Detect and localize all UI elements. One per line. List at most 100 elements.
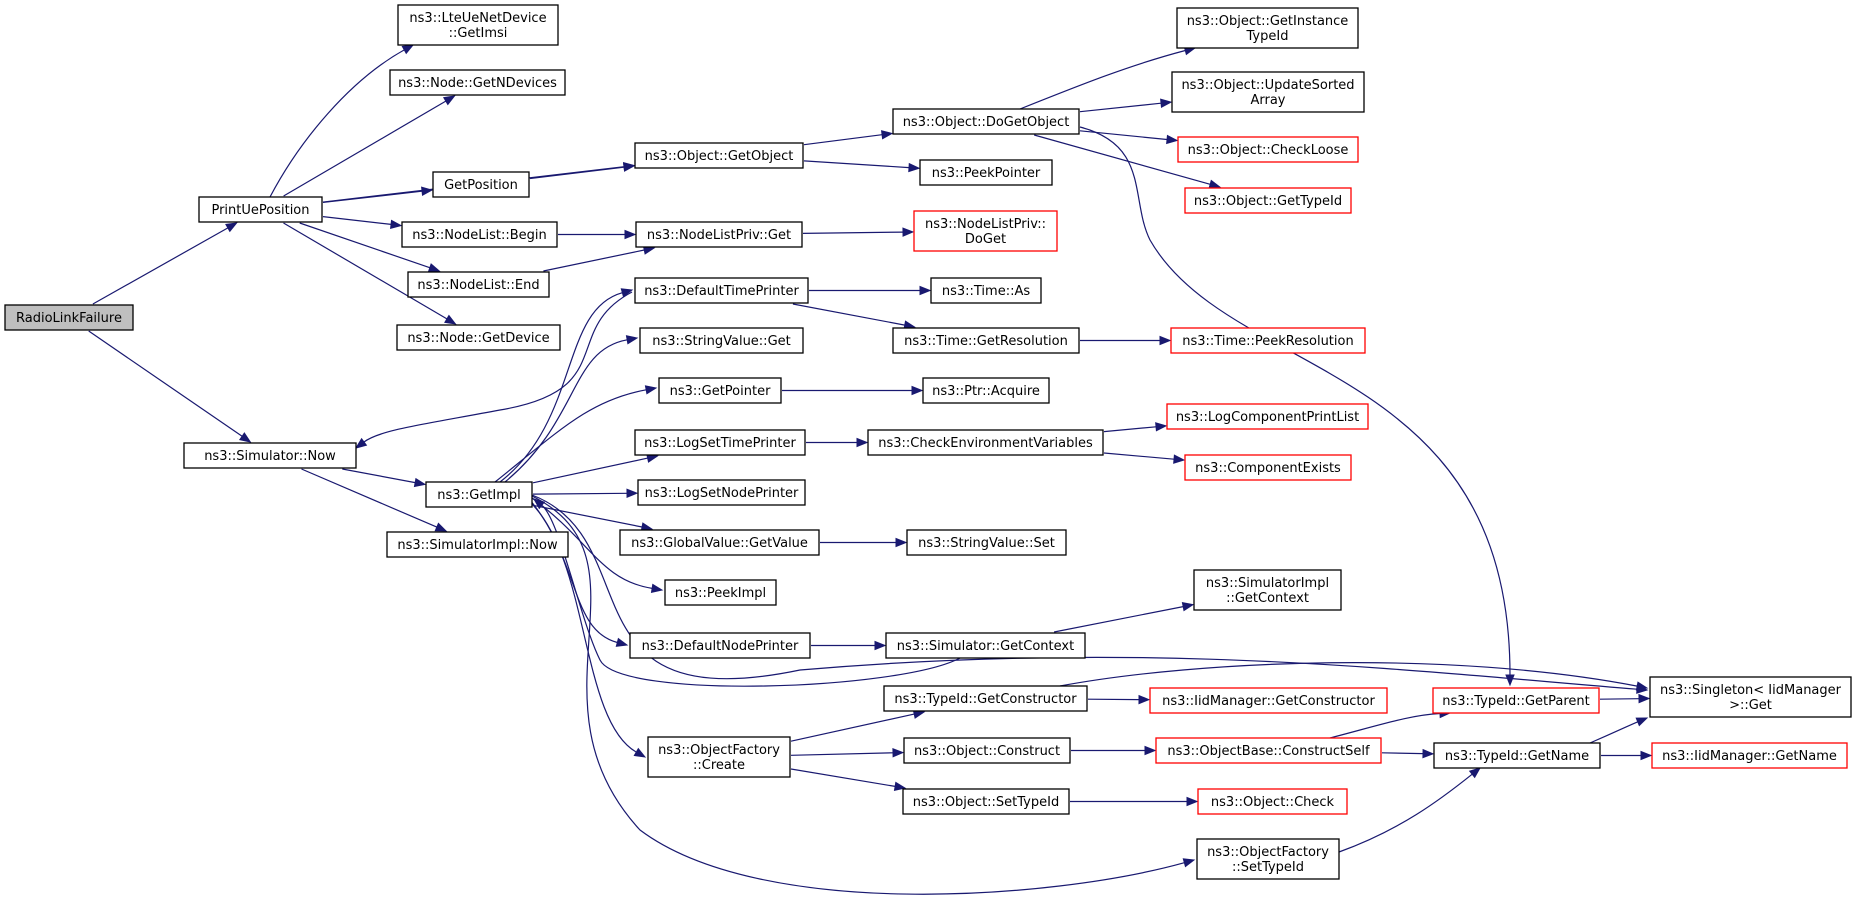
- node-logsettimeprinter[interactable]: ns3::LogSetTimePrinter: [634, 429, 806, 456]
- node-typeid-getname[interactable]: ns3::TypeId::GetName: [1433, 742, 1601, 769]
- node-label: Array: [1250, 93, 1285, 108]
- node-label: ::GetContext: [1226, 591, 1309, 606]
- node-object-check[interactable]: ns3::Object::Check: [1197, 788, 1348, 815]
- node-box: [1155, 737, 1382, 764]
- node-box: [1184, 454, 1352, 481]
- edge-getimpl-to-stringvalue-get: [504, 335, 639, 483]
- node-lteuenetdevice-getimsi[interactable]: ns3::LteUeNetDevice::GetImsi: [397, 4, 559, 46]
- node-node-getndevices[interactable]: ns3::Node::GetNDevices: [389, 69, 566, 96]
- node-label: ns3::Object::Check: [1211, 795, 1335, 810]
- node-time-as[interactable]: ns3::Time::As: [930, 277, 1042, 304]
- node-label: ns3::Object::CheckLoose: [1188, 143, 1349, 158]
- node-defaulttimeprinter[interactable]: ns3::DefaultTimePrinter: [634, 277, 809, 304]
- node-object-settypeid[interactable]: ns3::Object::SetTypeId: [902, 788, 1070, 815]
- arrowhead: [1160, 98, 1173, 108]
- node-box: [1177, 136, 1359, 163]
- node-peekimpl[interactable]: ns3::PeekImpl: [664, 579, 777, 606]
- node-box: [401, 221, 558, 248]
- node-objectbase-constructself[interactable]: ns3::ObjectBase::ConstructSelf: [1155, 737, 1382, 764]
- node-object-getobject[interactable]: ns3::Object::GetObject: [634, 142, 804, 169]
- node-node-getdevice[interactable]: ns3::Node::GetDevice: [396, 324, 561, 351]
- node-typeid-getconstructor[interactable]: ns3::TypeId::GetConstructor: [883, 685, 1088, 712]
- node-stringvalue-get[interactable]: ns3::StringValue::Get: [639, 327, 804, 354]
- node-typeid-getparent[interactable]: ns3::TypeId::GetParent: [1432, 687, 1600, 714]
- node-label: ns3::Object::DoGetObject: [903, 115, 1070, 130]
- edge-defaultnodeprinter-to-simulator-getcontext: [811, 640, 887, 651]
- node-label: ns3::NodeList::Begin: [412, 228, 546, 243]
- node-label: ::SetTypeId: [1232, 860, 1304, 875]
- node-label: ns3::Simulator::Now: [204, 449, 336, 464]
- node-simulator-now[interactable]: ns3::Simulator::Now: [183, 442, 357, 469]
- node-logsetnodeprinter[interactable]: ns3::LogSetNodePrinter: [637, 479, 806, 506]
- node-box: [635, 221, 803, 248]
- node-singleton-get[interactable]: ns3::Singleton< IidManager >::Get: [1649, 676, 1852, 718]
- node-label: RadioLinkFailure: [16, 311, 122, 326]
- node-label: ns3::Object::Construct: [914, 744, 1060, 759]
- node-box: [396, 324, 561, 351]
- edge-simulator-getcontext-to-simulatorimpl-getcontext: [1053, 602, 1195, 633]
- node-componentexists[interactable]: ns3::ComponentExists: [1184, 454, 1352, 481]
- node-objectfactory-settypeid[interactable]: ns3::ObjectFactory::SetTypeId: [1196, 838, 1340, 880]
- node-box: [389, 69, 566, 96]
- node-nodelistpriv-doget[interactable]: ns3::NodeListPriv::DoGet: [913, 210, 1058, 252]
- node-logcomponentprintlist[interactable]: ns3::LogComponentPrintList: [1166, 403, 1369, 430]
- node-label: ns3::TypeId::GetConstructor: [894, 692, 1077, 707]
- edge-object-dogetobject-to-object-getinstancetypeid: [1019, 46, 1197, 110]
- arrowhead: [1635, 681, 1649, 691]
- node-box: [1166, 403, 1369, 430]
- node-getposition[interactable]: GetPosition: [432, 171, 530, 198]
- arrowhead: [413, 477, 427, 488]
- node-ptr-acquire[interactable]: ns3::Ptr::Acquire: [922, 377, 1050, 404]
- arrowhead: [401, 44, 415, 55]
- node-label: ns3::DefaultTimePrinter: [644, 284, 799, 299]
- node-object-dogetobject[interactable]: ns3::Object::DoGetObject: [892, 108, 1080, 135]
- node-object-construct[interactable]: ns3::Object::Construct: [903, 737, 1071, 764]
- node-stringvalue-set[interactable]: ns3::StringValue::Set: [906, 529, 1067, 556]
- node-simulatorimpl-now[interactable]: ns3::SimulatorImpl::Now: [386, 531, 569, 558]
- node-globalvalue-getvalue[interactable]: ns3::GlobalValue::GetValue: [619, 529, 820, 556]
- node-label: ns3::Node::GetNDevices: [398, 76, 557, 91]
- edge-printueposition-to-lteuenetdevice-getimsi: [269, 44, 415, 198]
- edge-typeid-getname-to-singleton-get: [1589, 717, 1649, 744]
- node-nodelist-end[interactable]: ns3::NodeList::End: [407, 271, 550, 298]
- node-nodelistpriv-get[interactable]: ns3::NodeListPriv::Get: [635, 221, 803, 248]
- node-iidmanager-getname[interactable]: ns3::IidManager::GetName: [1651, 742, 1848, 769]
- node-time-getresolution[interactable]: ns3::Time::GetResolution: [892, 327, 1080, 354]
- node-simulator-getcontext[interactable]: ns3::Simulator::GetContext: [885, 632, 1086, 659]
- edge-printueposition-to-nodelist-begin: [322, 216, 403, 230]
- node-box: [1651, 742, 1848, 769]
- node-iidmanager-getconstructor[interactable]: ns3::IidManager::GetConstructor: [1149, 687, 1388, 714]
- node-time-peekresolution[interactable]: ns3::Time::PeekResolution: [1170, 327, 1366, 354]
- node-radiolinkfailure[interactable]: RadioLinkFailure: [4, 304, 134, 331]
- node-object-gettypeid[interactable]: ns3::Object::GetTypeId: [1184, 187, 1352, 214]
- node-box: [1197, 788, 1348, 815]
- node-label: ns3::LogSetNodePrinter: [645, 486, 799, 501]
- edge-typeid-getconstructor-to-singleton-get: [1059, 662, 1649, 691]
- node-box: [1193, 569, 1342, 611]
- node-defaultnodeprinter[interactable]: ns3::DefaultNodePrinter: [629, 632, 811, 659]
- node-label: ns3::DefaultNodePrinter: [642, 639, 799, 654]
- node-objectfactory-create[interactable]: ns3::ObjectFactory::Create: [647, 736, 791, 778]
- node-box: [903, 737, 1071, 764]
- node-nodelist-begin[interactable]: ns3::NodeList::Begin: [401, 221, 558, 248]
- node-getpointer[interactable]: ns3::GetPointer: [658, 377, 782, 404]
- node-label: ns3::IidManager::GetName: [1662, 749, 1837, 764]
- node-box: [885, 632, 1086, 659]
- node-label: GetPosition: [444, 178, 518, 193]
- node-object-checkloose[interactable]: ns3::Object::CheckLoose: [1177, 136, 1359, 163]
- edge-object-dogetobject-to-object-checkloose: [1079, 130, 1179, 145]
- arrowhead: [1635, 717, 1649, 727]
- node-label: ns3::StringValue::Get: [652, 334, 790, 349]
- node-label: ns3::Object::SetTypeId: [913, 795, 1059, 810]
- node-label: PrintUePosition: [211, 203, 309, 218]
- node-printueposition[interactable]: PrintUePosition: [198, 196, 323, 223]
- node-simulatorimpl-getcontext[interactable]: ns3::SimulatorImpl::GetContext: [1193, 569, 1342, 611]
- node-peekpointer[interactable]: ns3::PeekPointer: [919, 159, 1053, 186]
- node-label: ns3::LogSetTimePrinter: [644, 436, 796, 451]
- node-getimpl[interactable]: ns3::GetImpl: [425, 481, 533, 508]
- node-checkenvironmentvariables[interactable]: ns3::CheckEnvironmentVariables: [867, 429, 1104, 456]
- arrowhead: [1186, 796, 1199, 807]
- node-label: ns3::Time::GetResolution: [904, 334, 1068, 349]
